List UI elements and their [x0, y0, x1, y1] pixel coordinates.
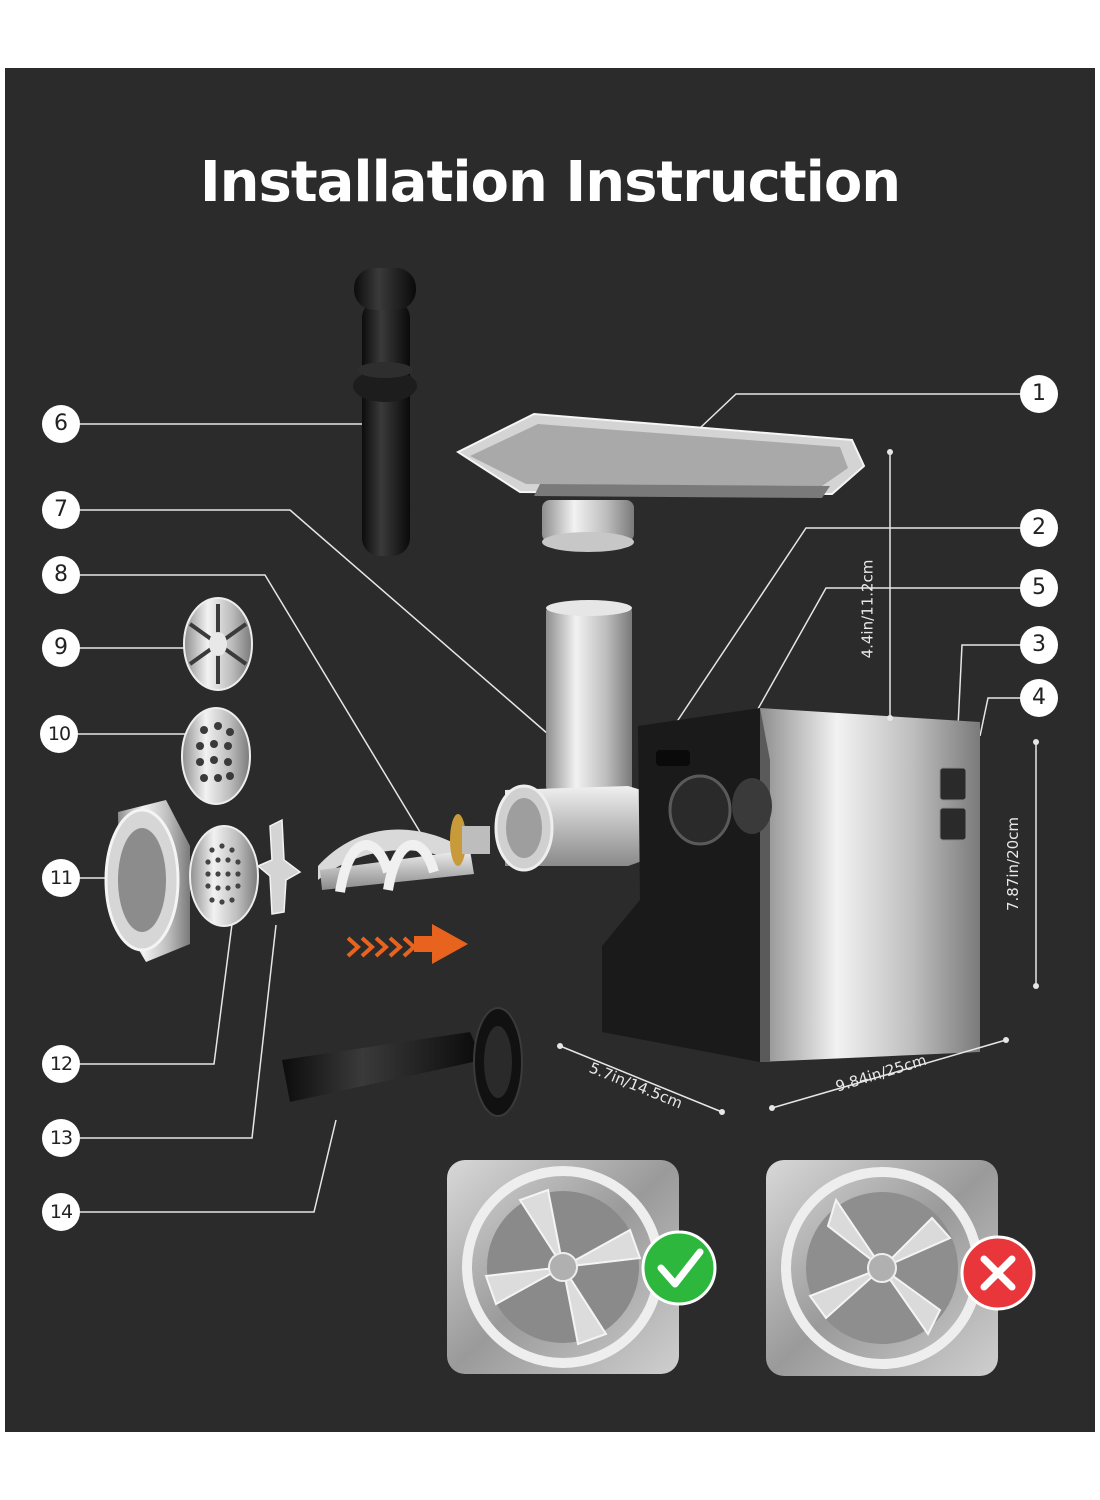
- dimension-height-body: 7.87in/20cm: [1004, 816, 1023, 912]
- dimension-lines: [559, 452, 1037, 1113]
- grinder-head-part: [494, 600, 668, 872]
- tray-part: [455, 412, 866, 552]
- callout-12: 12: [42, 1045, 80, 1083]
- sausage-tube-part: [282, 1007, 523, 1117]
- cutting-blade-part: [256, 818, 302, 915]
- kubbe-plate-part: [183, 597, 253, 691]
- dimension-height-top: 4.4in/11.2cm: [858, 559, 877, 659]
- callout-3: 3: [1020, 626, 1058, 664]
- motor-body: [602, 708, 980, 1062]
- callout-14: 14: [42, 1193, 80, 1231]
- callout-11: 11: [42, 859, 80, 897]
- callout-2: 2: [1020, 509, 1058, 547]
- callout-7: 7: [42, 491, 80, 529]
- cross-icon: [960, 1235, 1036, 1311]
- assembly-direction-arrow: [346, 924, 468, 964]
- callout-10: 10: [40, 715, 78, 753]
- coarse-plate-part: [181, 707, 251, 805]
- ring-nut-part: [104, 800, 190, 962]
- incorrect-blade-tile: [766, 1160, 998, 1376]
- callout-9: 9: [42, 629, 80, 667]
- callout-4: 4: [1020, 679, 1058, 717]
- callout-13: 13: [42, 1119, 80, 1157]
- leader-lines: [78, 393, 1020, 1213]
- check-icon: [641, 1230, 717, 1306]
- callout-1: 1: [1020, 375, 1058, 413]
- auger-part: [318, 814, 490, 893]
- callout-6: 6: [42, 405, 80, 443]
- fine-plate-part: [189, 825, 259, 927]
- food-pusher-part: [353, 268, 417, 556]
- callout-8: 8: [42, 556, 80, 594]
- callout-5: 5: [1020, 569, 1058, 607]
- page-title: Installation Instruction: [199, 150, 901, 215]
